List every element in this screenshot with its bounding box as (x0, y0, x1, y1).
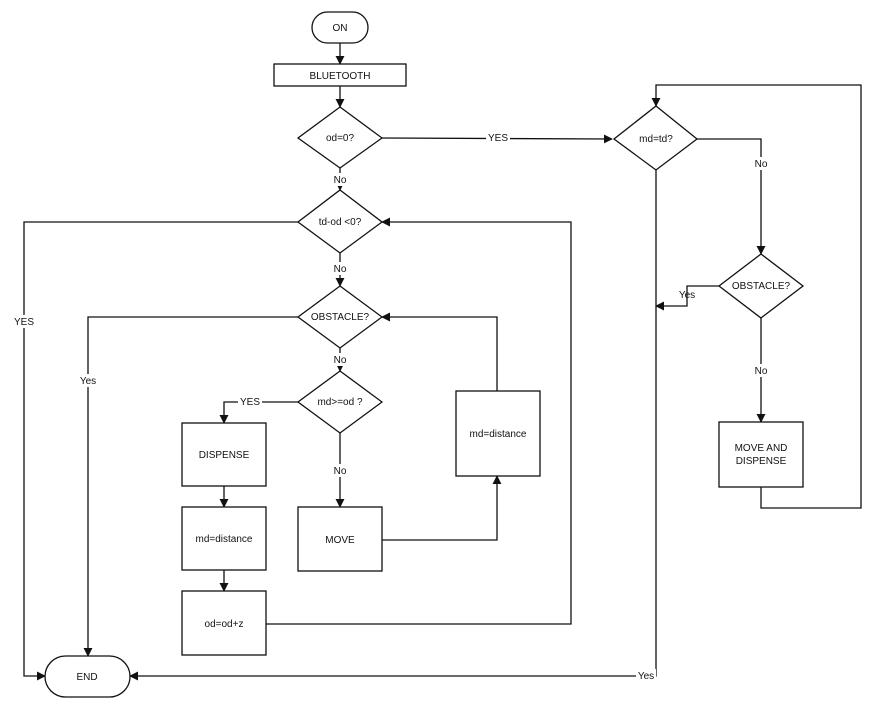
dispense-process-label: DISPENSE (199, 450, 250, 461)
start-terminal-label: ON (333, 23, 348, 34)
md-td-yes-label: Yes (638, 671, 654, 682)
obstacle-right-yes-label: Yes (679, 290, 695, 301)
md-ge-od-yes-label: YES (240, 397, 260, 408)
bluetooth-process-label: BLUETOOTH (310, 71, 371, 82)
edges (23, 43, 862, 681)
md-ge-od-no-label: No (334, 466, 347, 477)
move-and-dispense-line2: DISPENSE (736, 456, 787, 467)
edge-md-td-no-to-obstacle (697, 138, 766, 255)
obstacle-right-no-label: No (755, 366, 768, 377)
od-zero-no-label: No (334, 175, 347, 186)
move-process-label: MOVE (325, 535, 355, 546)
md-td-no-label: No (755, 159, 768, 170)
od-zero-yes-label: YES (488, 133, 508, 144)
end-terminal (44, 655, 131, 698)
td-od-decision-label: td-od <0? (319, 217, 362, 228)
edge-od-update-to-td-od (266, 217, 572, 625)
edge-md-distance-to-obstacle (381, 312, 498, 391)
od-zero-decision-label: od=0? (326, 133, 355, 144)
move-and-dispense-process (718, 421, 804, 488)
td-od-yes-label: YES (14, 317, 34, 328)
obstacle-right-decision (717, 253, 805, 319)
edge-labels: YES No YES No Yes No YES No No Yes No Ye… (12, 131, 770, 682)
md-td-decision-label: md=td? (639, 134, 673, 145)
move-and-dispense-line1: MOVE AND (735, 443, 788, 454)
td-od-no-label: No (334, 264, 347, 275)
edge-move-to-md-distance (382, 475, 502, 541)
edge-obstacle-yes-to-yes-line (655, 285, 719, 311)
obstacle-left-decision (296, 285, 384, 349)
od-update-process-label: od=od+z (205, 619, 244, 630)
od-zero-decision (296, 106, 384, 169)
md-distance-right-process-label: md=distance (470, 429, 527, 440)
md-distance-right-process (455, 390, 541, 477)
end-terminal-label: END (76, 672, 97, 683)
edge-md-ge-od-yes-to-dispense (219, 401, 298, 424)
td-od-decision (296, 189, 384, 254)
nodes: ON BLUETOOTH od=0? td-od <0? OBSTACLE? m… (44, 11, 805, 698)
edge-obstacle-yes-to-end (83, 316, 298, 657)
md-ge-od-decision-label: md>=od ? (317, 397, 362, 408)
obstacle-right-decision-label: OBSTACLE? (732, 281, 791, 292)
obstacle-left-no-label: No (334, 355, 347, 366)
move-process (297, 506, 383, 572)
md-distance-left-process-label: md=distance (196, 534, 253, 545)
edge-move-dispense-loop (651, 84, 862, 509)
md-ge-od-decision (296, 370, 384, 434)
md-distance-left-process (181, 506, 267, 571)
obstacle-left-yes-label: Yes (80, 376, 96, 387)
bluetooth-process (273, 63, 407, 87)
start-terminal (311, 11, 369, 44)
md-td-decision (612, 105, 699, 171)
edge-td-od-yes-to-end (23, 221, 298, 681)
od-update-process (181, 590, 267, 656)
dispense-process (181, 422, 267, 487)
obstacle-left-decision-label: OBSTACLE? (311, 312, 370, 323)
